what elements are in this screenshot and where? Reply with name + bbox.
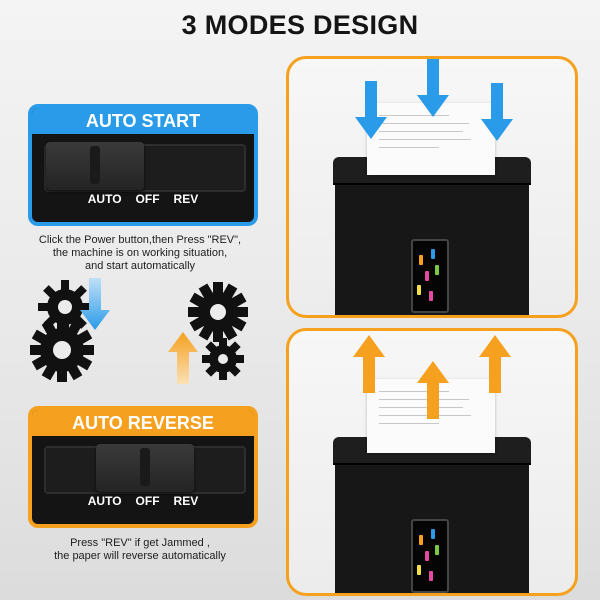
arrow-up-icon — [479, 335, 511, 393]
rocker-switch — [46, 142, 144, 190]
auto-start-caption: Click the Power button,then Press "REV",… — [20, 234, 260, 273]
page-title: 3 MODES DESIGN — [181, 10, 419, 40]
auto-reverse-card: AUTO REVERSE AUTO OFF REV — [28, 406, 258, 528]
reverse-photo-panel — [286, 328, 578, 596]
arrow-down-icon — [417, 59, 449, 117]
switch-label-auto: AUTO — [87, 192, 122, 206]
shredder — [333, 437, 531, 593]
caption-line: and start automatically — [84, 260, 196, 272]
caption-line: the machine is on working situation, — [52, 247, 228, 259]
auto-reverse-label: AUTO REVERSE — [32, 410, 254, 436]
auto-reverse-caption: Press "REV" if get Jammed , the paper wi… — [20, 537, 260, 563]
arrow-down-icon — [355, 81, 387, 139]
arrow-up-icon — [417, 361, 449, 419]
caption-line: Click the Power button,then Press "REV", — [38, 234, 242, 246]
gear-icon — [202, 338, 244, 380]
switch-labels: AUTO OFF REV — [32, 192, 254, 206]
gear-icon — [188, 282, 248, 342]
shredder — [333, 157, 531, 315]
rocker-switch — [96, 444, 194, 492]
shredder-window — [411, 239, 449, 313]
arrow-down-icon — [481, 83, 513, 141]
arrow-up-icon — [168, 332, 198, 384]
arrow-up-icon — [353, 335, 385, 393]
arrow-down-icon — [80, 278, 110, 330]
caption-line: Press "REV" if get Jammed , — [70, 537, 210, 549]
switch-label-rev: REV — [173, 494, 199, 508]
gear-icon — [30, 318, 94, 382]
gear-icon — [38, 280, 92, 334]
switch-label-off: OFF — [135, 192, 160, 206]
auto-start-card: AUTO START AUTO OFF REV — [28, 104, 258, 226]
paper-sheet — [367, 103, 495, 175]
switch-labels: AUTO OFF REV — [32, 494, 254, 508]
shredder-window — [411, 519, 449, 593]
switch-label-off: OFF — [135, 494, 160, 508]
caption-line: the paper will reverse automatically — [54, 550, 226, 562]
auto-start-label: AUTO START — [32, 108, 254, 134]
shredding-photo-panel — [286, 56, 578, 318]
switch-label-auto: AUTO — [87, 494, 122, 508]
switch-label-rev: REV — [173, 192, 199, 206]
